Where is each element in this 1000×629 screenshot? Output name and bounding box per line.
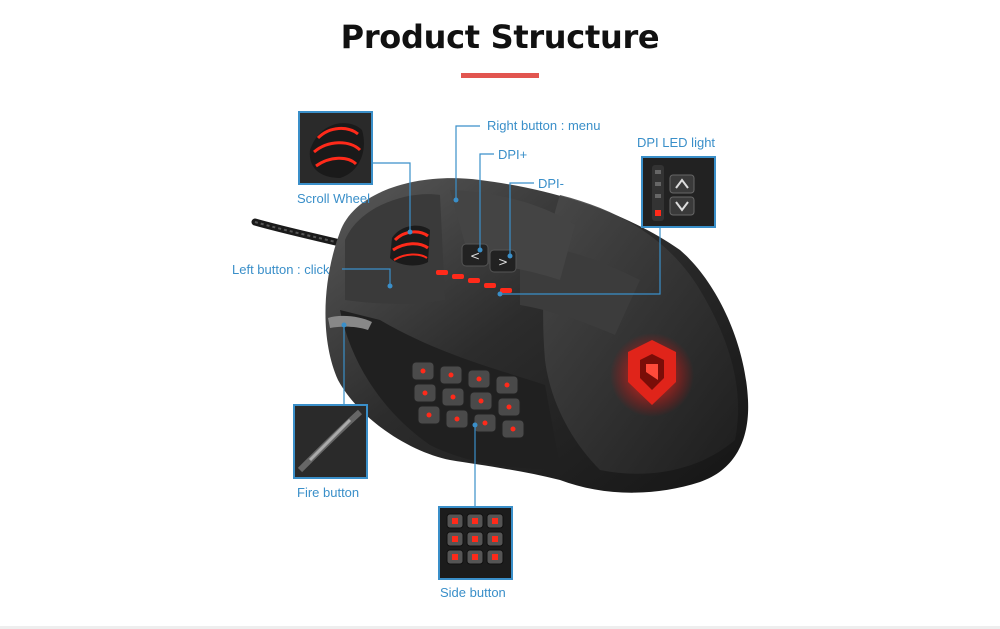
label-left-button: Left button : click	[232, 262, 330, 277]
inset-side-button	[439, 507, 512, 579]
label-dpi-led: DPI LED light	[637, 135, 715, 150]
label-dpi-plus: DPI+	[498, 147, 527, 162]
brand-logo	[610, 333, 694, 417]
inset-scroll-wheel	[299, 112, 372, 184]
label-scroll-wheel: Scroll Wheel	[297, 191, 370, 206]
label-dpi-minus: DPI-	[538, 176, 564, 191]
label-side-button: Side button	[440, 585, 506, 600]
inset-dpi-led	[642, 157, 715, 227]
inset-fire-button	[294, 405, 367, 478]
label-fire-button: Fire button	[297, 485, 359, 500]
svg-text:>: >	[498, 255, 508, 269]
label-right-button: Right button : menu	[487, 118, 600, 133]
